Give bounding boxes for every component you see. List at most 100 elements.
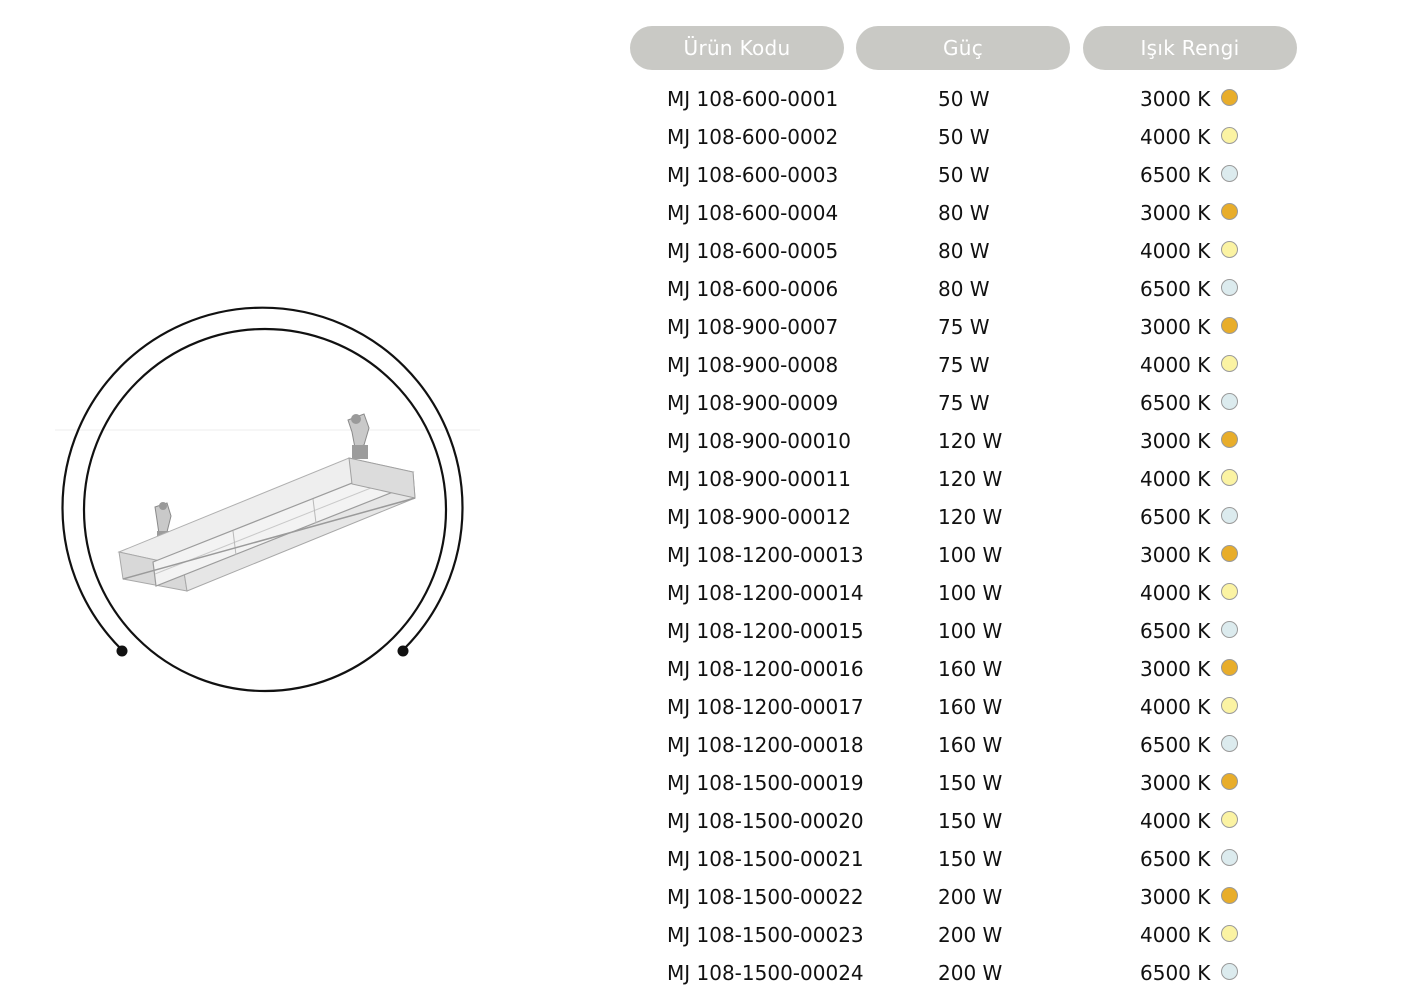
light-color-swatch [1221,355,1238,372]
power-value: 120 W [938,429,1003,453]
color-temperature: 4000 K [1140,923,1211,947]
color-temperature: 4000 K [1140,695,1211,719]
product-code: MJ 108-900-0007 [667,315,839,339]
light-color-swatch [1221,393,1238,410]
color-temperature: 4000 K [1140,125,1211,149]
light-color-swatch [1221,545,1238,562]
light-color-swatch [1221,621,1238,638]
color-temperature: 3000 K [1140,543,1211,567]
power-value: 150 W [938,847,1003,871]
color-temperature: 3000 K [1140,315,1211,339]
light-color-swatch [1221,469,1238,486]
light-color-swatch [1221,89,1238,106]
product-code: MJ 108-1200-00017 [667,695,864,719]
power-value: 75 W [938,391,990,415]
power-value: 150 W [938,771,1003,795]
table-row: MJ 108-1500-00021 150 W 6500 K [0,840,1402,878]
product-code: MJ 108-1200-00013 [667,543,864,567]
color-temperature: 3000 K [1140,657,1211,681]
product-code: MJ 108-1200-00015 [667,619,864,643]
color-temperature: 4000 K [1140,467,1211,491]
column-header-light-color: Işık Rengi [1083,26,1297,70]
product-code: MJ 108-1500-00019 [667,771,864,795]
power-value: 120 W [938,467,1003,491]
light-color-swatch [1221,507,1238,524]
light-color-swatch [1221,849,1238,866]
power-value: 160 W [938,695,1003,719]
color-temperature: 6500 K [1140,505,1211,529]
table-row: MJ 108-900-00010 120 W 3000 K [0,422,1402,460]
power-value: 50 W [938,87,990,111]
power-value: 200 W [938,885,1003,909]
column-header-power: Güç [856,26,1070,70]
power-value: 100 W [938,543,1003,567]
product-code: MJ 108-600-0006 [667,277,839,301]
light-color-swatch [1221,963,1238,980]
table-row: MJ 108-1200-00016 160 W 3000 K [0,650,1402,688]
product-code: MJ 108-1500-00022 [667,885,864,909]
power-value: 160 W [938,657,1003,681]
color-temperature: 6500 K [1140,391,1211,415]
power-value: 100 W [938,581,1003,605]
color-temperature: 4000 K [1140,353,1211,377]
table-row: MJ 108-1500-00024 200 W 6500 K [0,954,1402,992]
color-temperature: 4000 K [1140,581,1211,605]
color-temperature: 6500 K [1140,733,1211,757]
arc-end-dot-right [397,645,409,657]
table-row: MJ 108-1200-00017 160 W 4000 K [0,688,1402,726]
bracket-right [347,413,370,459]
inner-circle [82,327,448,693]
product-code: MJ 108-1200-00018 [667,733,864,757]
color-temperature: 3000 K [1140,885,1211,909]
light-color-swatch [1221,279,1238,296]
color-temperature: 3000 K [1140,429,1211,453]
power-value: 80 W [938,277,990,301]
led-fixture-illustration [117,413,416,592]
product-code: MJ 108-900-0009 [667,391,839,415]
power-value: 150 W [938,809,1003,833]
light-color-swatch [1221,811,1238,828]
product-image [55,306,480,693]
product-code: MJ 108-900-0008 [667,353,839,377]
light-color-swatch [1221,127,1238,144]
product-code: MJ 108-600-0002 [667,125,839,149]
product-code: MJ 108-900-00011 [667,467,851,491]
light-color-swatch [1221,583,1238,600]
product-code: MJ 108-900-00010 [667,429,851,453]
color-temperature: 6500 K [1140,847,1211,871]
light-color-swatch [1221,887,1238,904]
table-row: MJ 108-900-0009 75 W 6500 K [0,384,1402,422]
light-color-swatch [1221,773,1238,790]
product-code: MJ 108-1200-00016 [667,657,864,681]
product-code: MJ 108-1500-00024 [667,961,864,985]
power-value: 80 W [938,201,990,225]
light-color-swatch [1221,659,1238,676]
product-code: MJ 108-1500-00020 [667,809,864,833]
color-temperature: 3000 K [1140,87,1211,111]
color-temperature: 6500 K [1140,961,1211,985]
light-color-swatch [1221,431,1238,448]
power-value: 50 W [938,163,990,187]
product-code: MJ 108-600-0004 [667,201,839,225]
outer-arc [61,306,464,651]
product-code: MJ 108-1500-00021 [667,847,864,871]
color-temperature: 6500 K [1140,163,1211,187]
product-code: MJ 108-600-0005 [667,239,839,263]
power-value: 200 W [938,923,1003,947]
color-temperature: 4000 K [1140,239,1211,263]
color-temperature: 6500 K [1140,619,1211,643]
power-value: 200 W [938,961,1003,985]
